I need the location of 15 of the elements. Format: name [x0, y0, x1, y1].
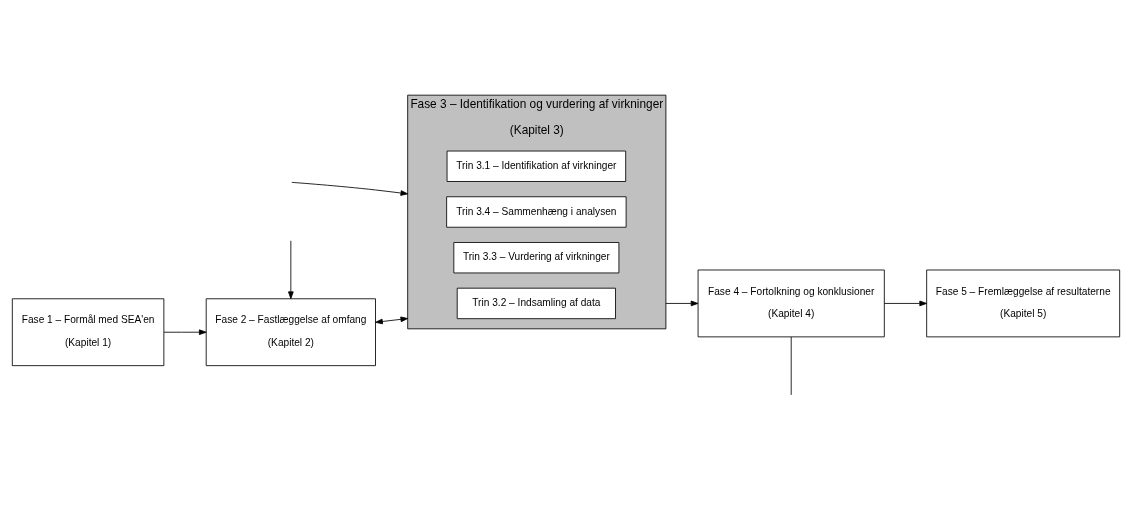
arrow: [288, 239, 294, 299]
node-box: Fase 2 – Fastlæggelse af omfang (Kapitel 2): [205, 297, 376, 366]
node-box: Trin 3.4 – Sammenhæng i analysen: [446, 195, 627, 228]
arrow: [163, 328, 207, 335]
node-box: Trin 3.1 – Identifikation af virkninger: [446, 150, 627, 182]
arrow: [291, 181, 409, 196]
connector: [790, 336, 792, 395]
arrow: [883, 300, 927, 306]
arrow: [375, 316, 409, 324]
arrow: [665, 300, 699, 306]
node-box: Fase 5 – Fremlæggelse af resultaterne (Kapitel 5): [926, 269, 1121, 337]
node-box: Fase 4 – Fortolkning og konklusioner (Kapitel 4): [697, 269, 885, 337]
node-box: Fase 1 – Formål med SEA'en (Kapitel 1): [11, 297, 165, 366]
node-box: Trin 3.2 – Indsamling af data: [456, 287, 616, 319]
node-box: Trin 3.3 – Vurdering af virkninger: [453, 241, 620, 273]
